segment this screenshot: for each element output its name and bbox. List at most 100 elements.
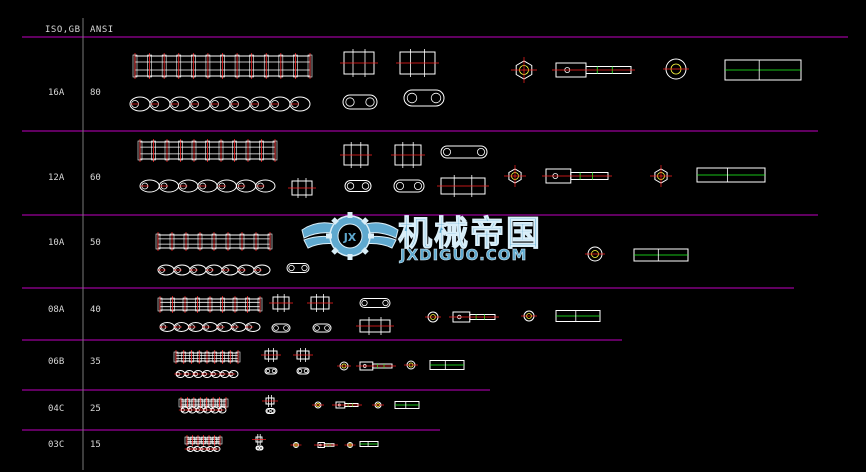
- row-iso-label: 03C: [48, 440, 65, 450]
- pin: [278, 54, 284, 78]
- link-plate-detail: [359, 298, 391, 308]
- link-plate-detail: [312, 323, 332, 333]
- plate-outline: [342, 94, 378, 110]
- pin: [249, 54, 254, 78]
- link-detail: [340, 49, 378, 77]
- pin: [212, 351, 218, 363]
- pin: [190, 436, 195, 445]
- bolt-side-view: [552, 62, 635, 78]
- row-ansi-label: 40: [90, 305, 101, 315]
- pin: [164, 140, 170, 161]
- pin: [195, 436, 201, 445]
- pin: [181, 351, 187, 363]
- link-plate-detail: [403, 89, 445, 107]
- link-plate: [289, 96, 311, 112]
- pin: [196, 351, 202, 363]
- round-part: [521, 310, 537, 322]
- chain-side-view: [157, 296, 263, 313]
- link-detail: [262, 395, 278, 407]
- hole: [265, 368, 271, 374]
- pin: [307, 54, 313, 78]
- chain-parts: [129, 49, 802, 452]
- hex-nut: [650, 165, 672, 187]
- pin: [201, 436, 206, 445]
- pin: [183, 233, 189, 250]
- pin: [218, 140, 224, 161]
- pin: [185, 398, 190, 408]
- row-iso-label: 08A: [48, 305, 65, 315]
- link-plate-detail: [342, 94, 378, 110]
- link-plate-detail: [440, 145, 488, 159]
- hole: [430, 92, 442, 104]
- pin: [137, 140, 143, 161]
- svg-text:JX: JX: [343, 231, 357, 244]
- bolt-side-view: [449, 311, 499, 323]
- round-part: [337, 361, 351, 371]
- pin: [147, 54, 152, 78]
- pin: [189, 351, 194, 363]
- bolt-side-view: [332, 401, 362, 409]
- link-detail: [252, 434, 266, 445]
- plate-outline: [286, 263, 310, 273]
- chain-top-view: [178, 406, 227, 414]
- hole: [361, 299, 368, 307]
- chain-side-view: [173, 350, 241, 364]
- pin: [253, 233, 259, 250]
- link-plate-detail: [264, 367, 278, 375]
- pin: [245, 297, 250, 312]
- pin: [155, 233, 161, 250]
- hole: [297, 368, 303, 374]
- hole: [324, 325, 330, 331]
- link-detail: [269, 294, 293, 312]
- bolt-side-view: [314, 442, 338, 448]
- hole: [346, 182, 355, 190]
- chain-top-view: [184, 446, 221, 452]
- pin: [223, 398, 229, 408]
- pin: [225, 233, 231, 250]
- link-plate-detail: [393, 179, 425, 193]
- row-ansi-label: 25: [90, 404, 101, 414]
- hole: [271, 368, 277, 374]
- hole: [361, 182, 370, 190]
- link-detail: [288, 178, 316, 198]
- pin: [178, 140, 183, 161]
- pin: [161, 54, 167, 78]
- plate-outline: [271, 323, 291, 333]
- link-plate-detail: [296, 367, 310, 375]
- pin-bar: [429, 360, 465, 370]
- hole: [273, 325, 279, 331]
- round-part: [312, 401, 324, 409]
- link-detail: [293, 348, 313, 362]
- plate-outline: [264, 367, 278, 375]
- row-ansi-label: 50: [90, 238, 101, 248]
- pin: [212, 436, 217, 445]
- hole: [314, 325, 320, 331]
- link-detail: [340, 142, 372, 168]
- pin: [197, 233, 203, 250]
- link-plate-detail: [255, 445, 264, 451]
- plate-outline: [312, 323, 332, 333]
- plate-outline: [403, 89, 445, 107]
- pin: [211, 233, 217, 250]
- pin: [257, 297, 263, 312]
- pin: [220, 297, 225, 312]
- pin: [220, 54, 225, 78]
- pin-bar: [359, 441, 379, 447]
- pin: [184, 436, 190, 445]
- hole: [382, 299, 389, 307]
- pin-bar: [724, 59, 802, 81]
- pin: [272, 140, 278, 161]
- watermark: JX 机械帝国 JXDIGUO.COM: [300, 200, 590, 275]
- hole: [259, 446, 263, 450]
- chain-top-view: [174, 370, 239, 378]
- chain-top-view: [157, 264, 271, 276]
- pin: [217, 398, 222, 408]
- hole: [406, 92, 418, 104]
- pin: [157, 297, 163, 312]
- plate-outline: [255, 445, 264, 451]
- pin: [170, 297, 175, 312]
- plate-outline: [344, 180, 372, 192]
- row-ansi-label: 15: [90, 440, 101, 450]
- pin: [232, 140, 237, 161]
- link-plate: [255, 179, 276, 193]
